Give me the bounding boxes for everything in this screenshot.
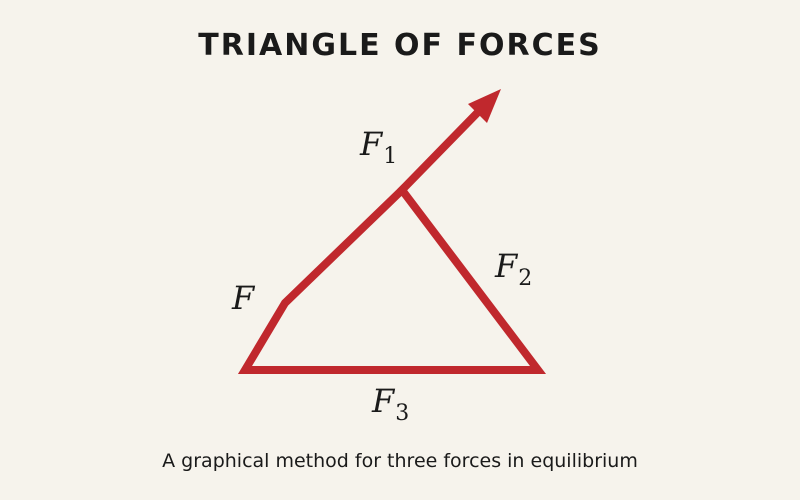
diagram-caption: A graphical method for three forces in e… xyxy=(162,450,638,472)
label-f3: F3 xyxy=(372,382,410,426)
arrowhead-icon xyxy=(468,89,501,123)
diagram-title: TRIANGLE OF FORCES xyxy=(198,28,602,63)
label-f: F xyxy=(232,279,255,317)
label-f2: F2 xyxy=(495,247,533,291)
label-f1: F1 xyxy=(360,125,398,169)
f1-arrow-shaft xyxy=(397,105,485,195)
